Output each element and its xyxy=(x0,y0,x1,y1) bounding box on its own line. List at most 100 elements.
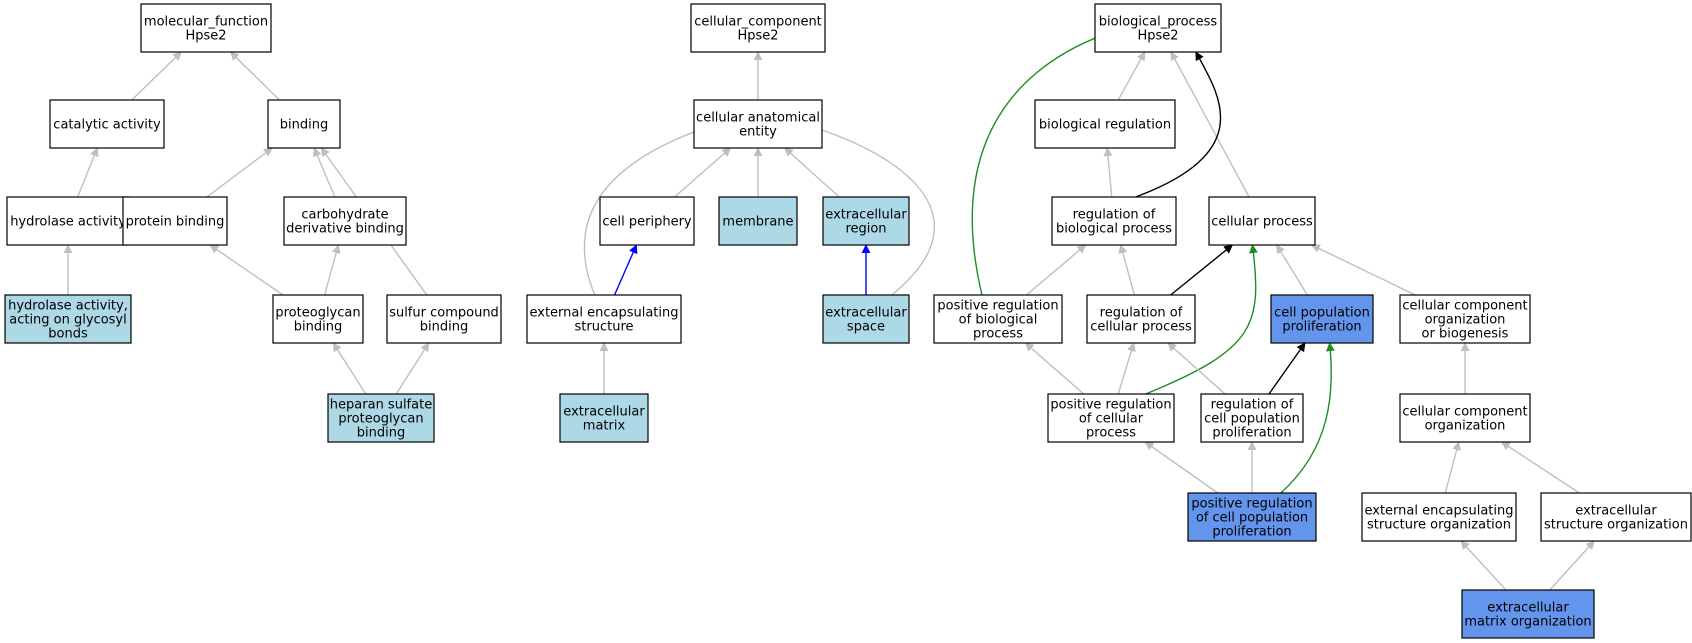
node-box xyxy=(4,294,132,344)
node-box xyxy=(1094,3,1222,53)
node-label-line: cellular component xyxy=(1402,405,1527,420)
edge-protbind-to-binding xyxy=(206,147,273,198)
node-label-line: membrane xyxy=(722,215,793,230)
edge-posregbio-to-bp xyxy=(971,18,1153,296)
edge-posregcell-to-regcell xyxy=(1117,342,1136,395)
edge-ecmorg-to-encaporg xyxy=(1460,540,1507,591)
edge-ecmorg-to-exorg xyxy=(1549,540,1595,591)
edge-posregprolif-to-posregcell xyxy=(1144,441,1219,494)
node-box xyxy=(1051,196,1177,246)
go-term-node-protbind[interactable]: protein binding xyxy=(122,196,228,246)
edge-path-is-a xyxy=(1500,441,1580,494)
node-box xyxy=(1461,589,1595,639)
go-term-node-hydrolase[interactable]: hydrolase activity xyxy=(6,196,130,246)
edge-regprolif-to-regcell xyxy=(1167,342,1226,395)
edge-periph-to-cae xyxy=(674,147,732,198)
node-label-line: cell population xyxy=(1204,412,1300,427)
node-label-line: organization xyxy=(1425,313,1506,328)
edge-exspace-to-cae xyxy=(792,119,935,296)
node-label-line: matrix organization xyxy=(1464,615,1591,630)
go-term-node-bioreg[interactable]: biological regulation xyxy=(1034,99,1176,149)
go-term-node-cellproc[interactable]: cellular process xyxy=(1208,196,1316,246)
node-label-line: protein binding xyxy=(126,215,225,230)
node-label-line: structure xyxy=(575,320,634,335)
edge-pgbind-to-protbind xyxy=(209,244,284,296)
edge-path-is-a xyxy=(395,342,430,395)
node-box xyxy=(693,99,823,149)
node-box xyxy=(559,393,649,443)
node-label-line: cellular process xyxy=(1211,215,1313,230)
edge-path-is-a xyxy=(1460,540,1507,591)
node-box xyxy=(1208,196,1316,246)
edge-path-is-a xyxy=(229,51,280,101)
node-label-line: proteoglycan xyxy=(338,412,423,427)
node-label-line: Hpse2 xyxy=(1137,29,1178,44)
edge-path-regulates xyxy=(1170,244,1234,296)
node-label-line: derivative binding xyxy=(286,222,404,237)
node-label-line: of cellular xyxy=(1079,412,1144,427)
go-term-node-hydglyc[interactable]: hydrolase activity,acting on glycosylbon… xyxy=(4,294,132,344)
edge-cellproc-to-bp xyxy=(1170,51,1250,198)
node-box xyxy=(272,294,364,344)
edge-path-is-a xyxy=(1025,244,1087,296)
node-box xyxy=(822,294,910,344)
edge-path-part-of xyxy=(613,244,638,296)
edge-path-is-a xyxy=(1276,244,1308,296)
node-box xyxy=(122,196,228,246)
go-term-node-binding[interactable]: binding xyxy=(267,99,341,149)
edge-path-is-a xyxy=(1024,342,1085,395)
edge-regcell-to-cellproc xyxy=(1170,244,1234,296)
node-label-line: cell periphery xyxy=(602,215,692,230)
node-label-line: or biogenesis xyxy=(1422,327,1509,342)
edge-path-is-a xyxy=(1170,51,1250,198)
edge-path-is-a xyxy=(674,147,732,198)
node-box xyxy=(327,393,435,443)
go-term-node-membrane[interactable]: membrane xyxy=(718,196,798,246)
node-label-line: structure organization xyxy=(1367,518,1511,533)
edge-encaporg-to-ccorg xyxy=(1444,441,1461,494)
node-label-line: extracellular xyxy=(825,306,907,321)
node-box xyxy=(1187,492,1317,542)
edge-path-regulates xyxy=(1268,342,1306,395)
go-term-node-catalytic[interactable]: catalytic activity xyxy=(49,99,165,149)
edge-exorg-to-ccorg xyxy=(1500,441,1580,494)
node-label-line: positive regulation xyxy=(1191,497,1312,512)
edge-path-positively-regulates xyxy=(1145,244,1258,395)
node-label-line: heparan sulfate xyxy=(330,398,432,413)
edge-path-is-a xyxy=(784,147,840,198)
node-box xyxy=(1086,294,1196,344)
edge-encap-to-periph xyxy=(613,244,638,296)
go-term-node-periph[interactable]: cell periphery xyxy=(599,196,695,246)
edge-path-is-a xyxy=(1144,441,1219,494)
node-box xyxy=(1540,492,1692,542)
node-label-line: space xyxy=(847,320,885,335)
edge-path-is-a xyxy=(206,147,273,198)
node-box xyxy=(690,3,826,53)
